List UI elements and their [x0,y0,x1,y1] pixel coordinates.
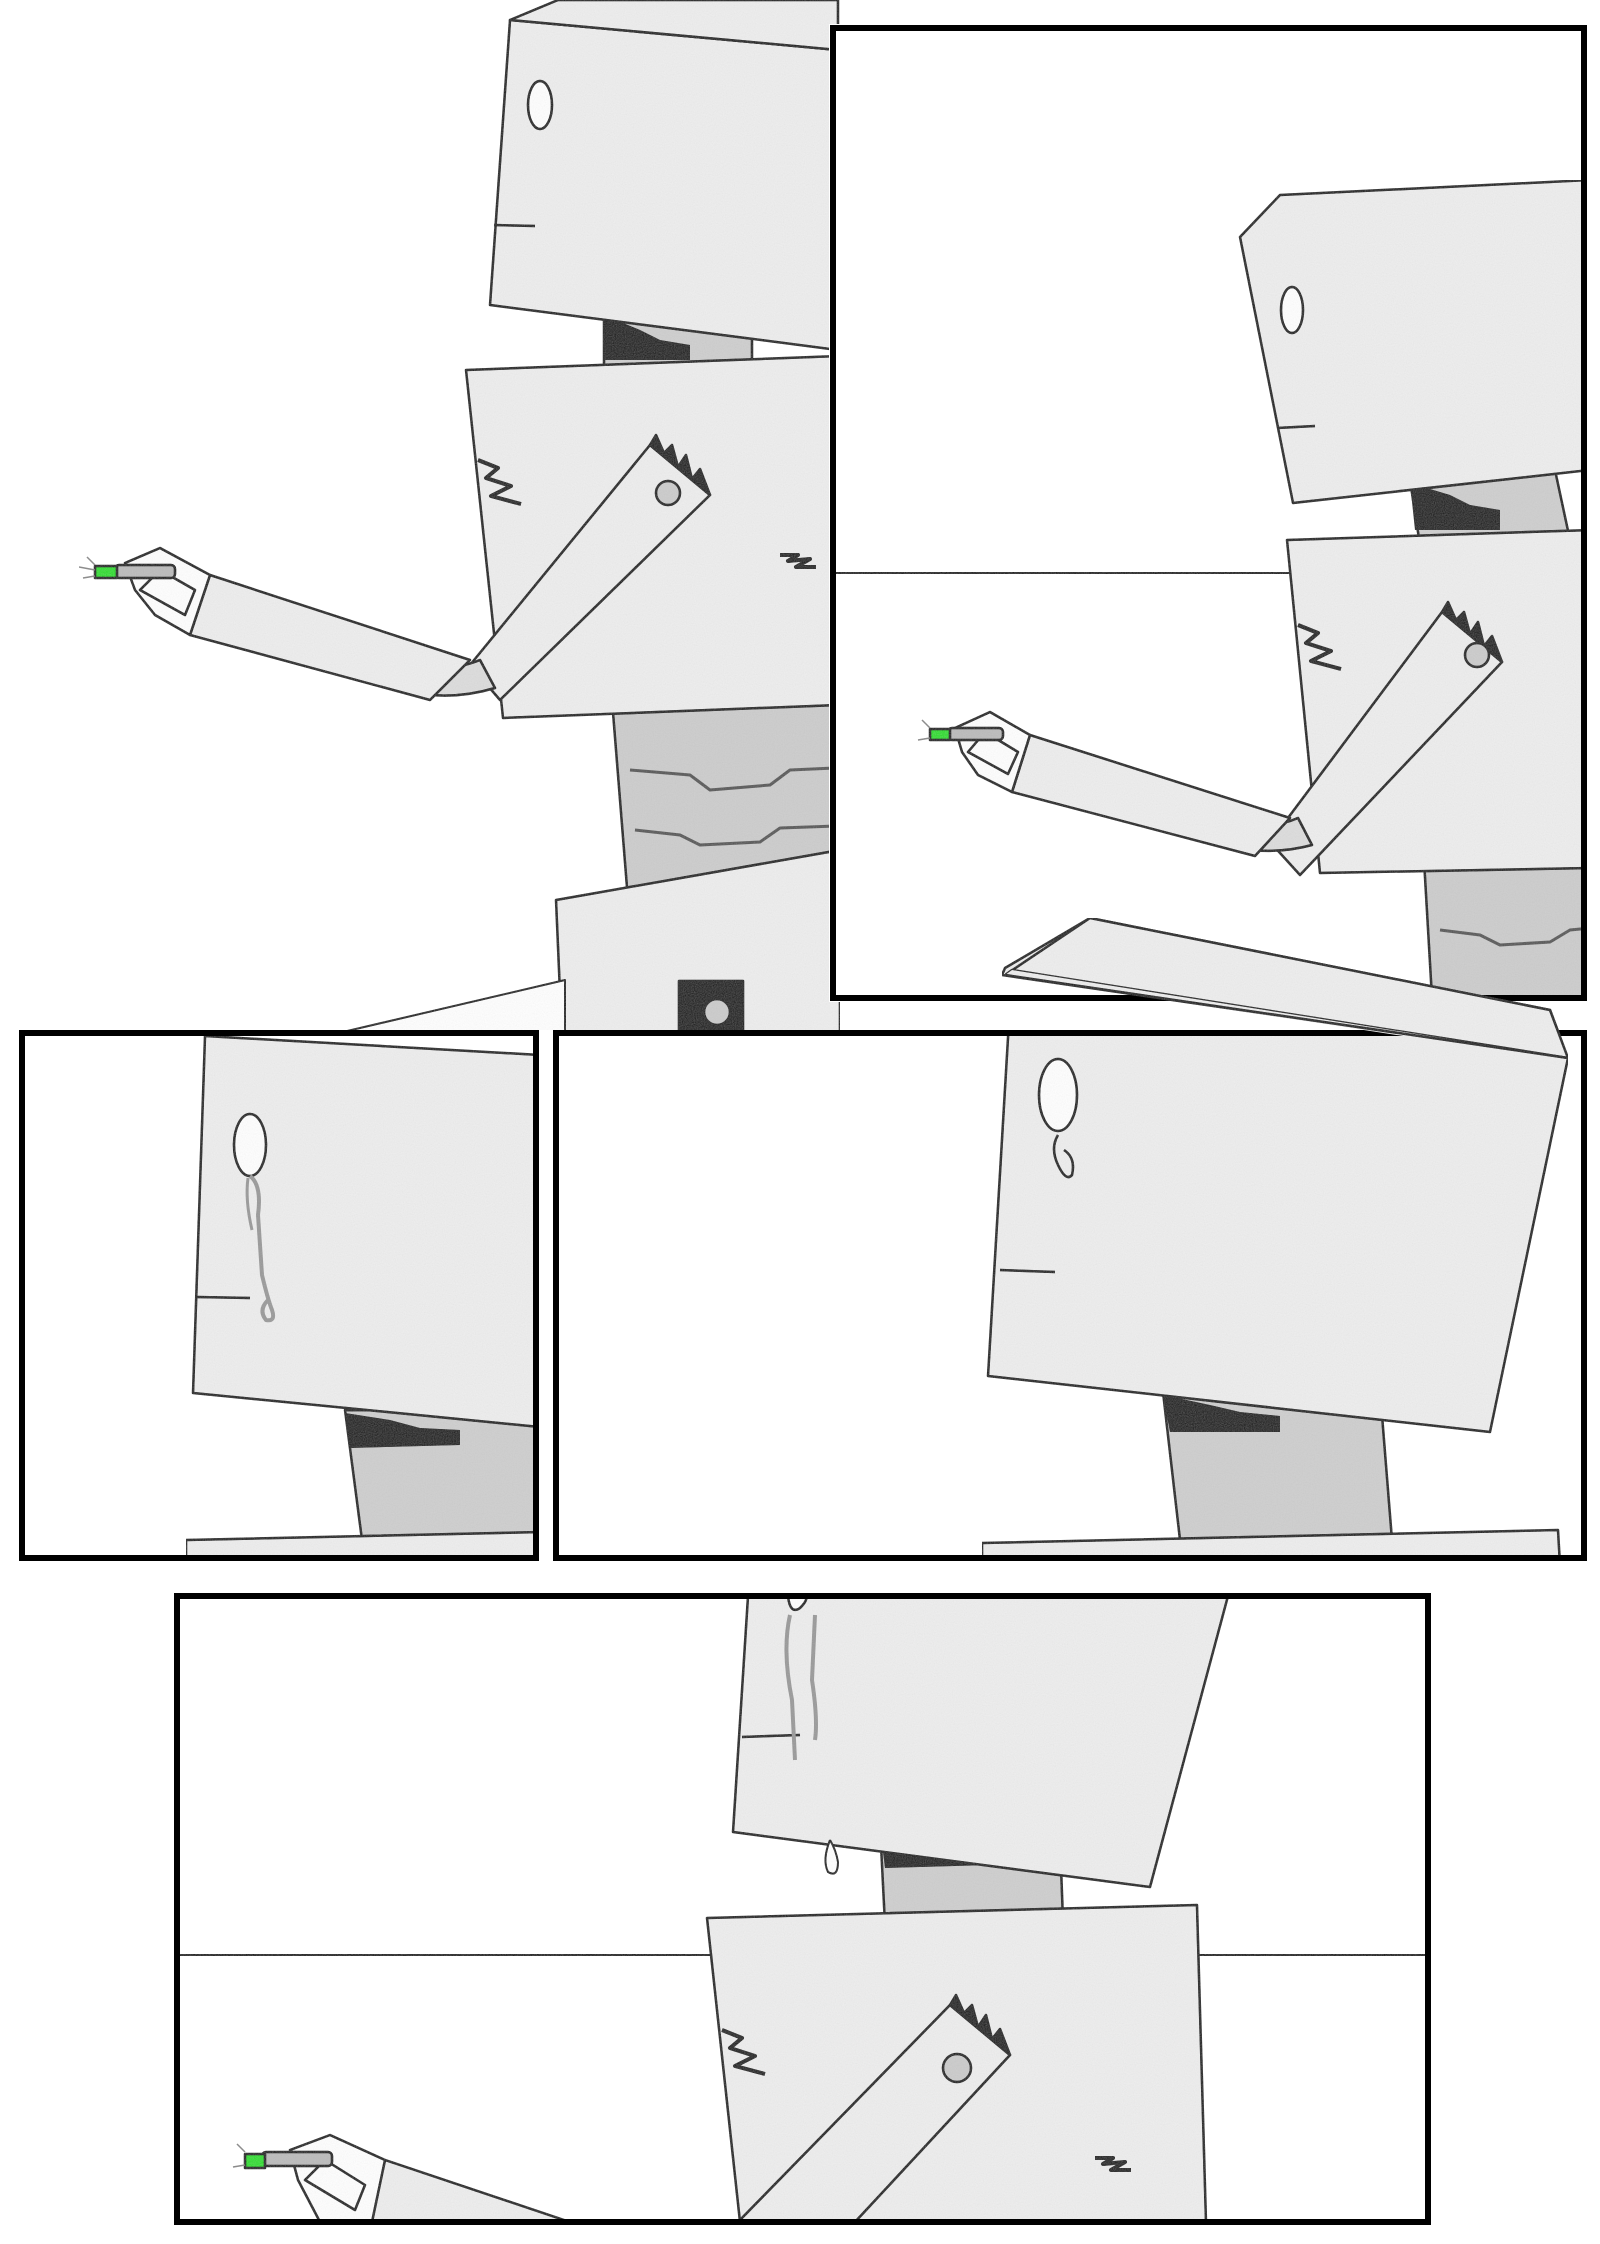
robot-finger [113,563,177,580]
robot-eye [1037,1057,1079,1133]
tear-drop [824,1839,839,1875]
robot-mouth [493,223,536,228]
panel-top-left-scene [78,0,842,1030]
tear-streak [248,1174,276,1323]
finger-tip-light [93,564,119,580]
robot-eye [232,1112,268,1178]
panel-top-right-reaction [830,25,1587,1060]
robot-forearm [188,573,472,702]
tear-drop [1052,1134,1075,1179]
tear-streak [784,1614,818,1761]
robot-eye [526,79,554,131]
robot-head [488,18,840,352]
panel-bottom-reach [174,1593,1431,2225]
panel-middle-left-tear [19,1030,539,1561]
panel-middle-right-tear [553,916,1587,1561]
